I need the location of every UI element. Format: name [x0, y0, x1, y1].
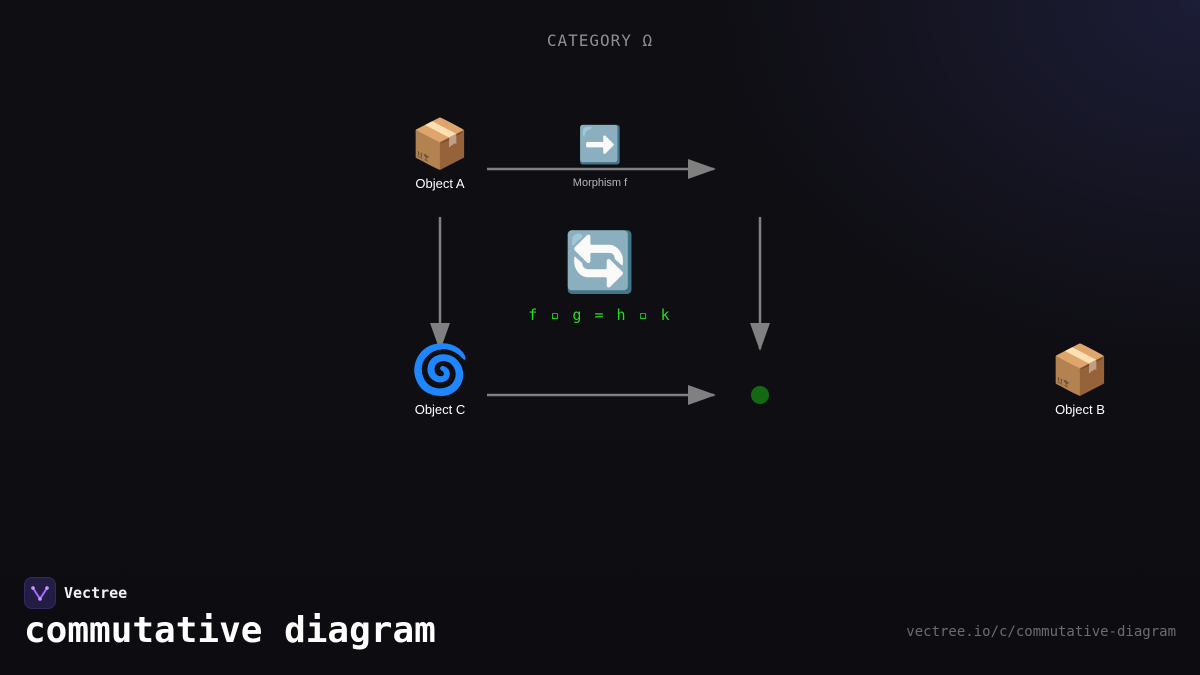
package-icon: 📦: [1050, 342, 1110, 398]
bottom-right-dot: [751, 386, 769, 404]
vectree-logo-icon: [24, 577, 56, 609]
page-title: commutative diagram: [24, 610, 436, 651]
cycle-arrows-icon: 🔄: [563, 228, 637, 296]
package-icon: 📦: [410, 116, 470, 172]
object-c-node[interactable]: 🌀 Object C: [380, 342, 500, 417]
commutativity-equation: f ▫ g = h ▫ k: [528, 306, 672, 324]
object-c-label: Object C: [414, 402, 466, 417]
page-url[interactable]: vectree.io/c/commutative-diagram: [906, 624, 1176, 640]
object-a-node[interactable]: 📦 Object A: [380, 116, 500, 191]
category-title: CATEGORY Ω: [546, 31, 654, 50]
brand[interactable]: Vectree: [24, 577, 127, 609]
object-b-node[interactable]: 📦 Object B: [1020, 342, 1140, 417]
right-arrow-icon: ➡️: [577, 125, 623, 166]
brand-name: Vectree: [64, 584, 128, 602]
object-b-label: Object B: [1055, 402, 1105, 417]
morphism-f-label: Morphism f: [572, 177, 628, 189]
object-a-label: Object A: [415, 176, 465, 191]
cyclone-icon: 🌀: [410, 342, 470, 398]
